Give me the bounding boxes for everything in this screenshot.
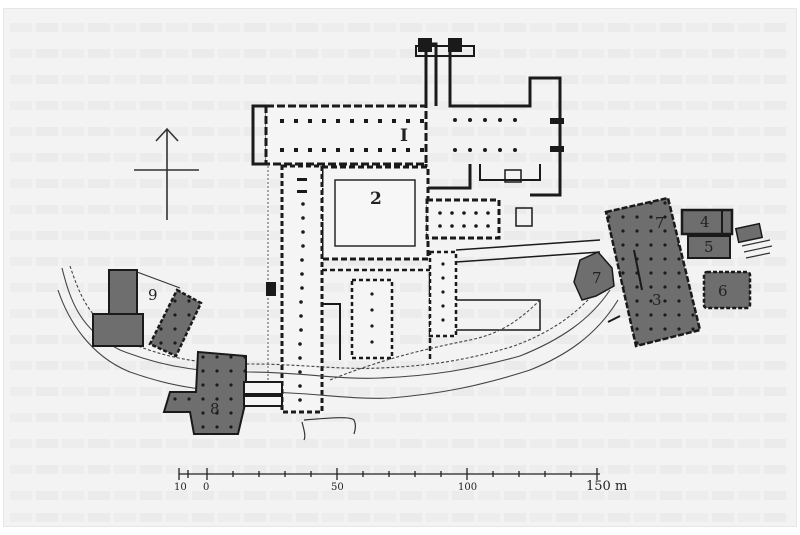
label-church: I (400, 126, 408, 146)
bleed-through-text (10, 413, 790, 422)
bleed-through-text (10, 513, 790, 522)
bleed-through-text (10, 465, 790, 474)
label-building-4: 4 (700, 213, 710, 231)
south-range-columns (370, 262, 445, 344)
south-ranges (322, 239, 601, 362)
bleed-through-text (10, 309, 790, 318)
building-5 (687, 235, 731, 259)
label-building-3: 3 (652, 291, 662, 309)
bleed-through-text (10, 49, 790, 58)
bleed-through-text (10, 75, 790, 84)
east-annex (734, 222, 773, 259)
scale-label-50: 50 (331, 482, 344, 493)
label-building-9: 9 (148, 286, 158, 304)
building-7 (573, 251, 615, 301)
church-choir (415, 38, 564, 197)
church-nave (251, 104, 428, 166)
bleed-through-text (10, 491, 790, 500)
west-range (266, 164, 324, 414)
bleed-through-text (10, 23, 790, 32)
north-arrow-icon (134, 127, 199, 220)
label-cloister: 2 (370, 189, 382, 209)
scale-label-100: 100 (458, 482, 477, 493)
label-building-8: 8 (210, 400, 220, 418)
scale-bar (178, 468, 600, 480)
scale-label-minus10: 10 (174, 482, 187, 493)
label-building-7b: 7 (655, 214, 665, 232)
label-building-5: 5 (704, 238, 714, 256)
building-8 (162, 350, 283, 435)
label-building-7a: 7 (592, 269, 602, 287)
bleed-through-text (10, 361, 790, 370)
cloister (320, 165, 430, 261)
building-9 (92, 269, 203, 358)
east-range-hall (425, 198, 501, 240)
bleed-through-text (10, 335, 790, 344)
bleed-through-text (10, 257, 790, 266)
boundary-fragment (301, 417, 357, 441)
building-3 (604, 196, 702, 348)
label-building-6: 6 (718, 282, 728, 300)
bleed-through-text (10, 387, 790, 396)
building-6 (702, 270, 752, 310)
scale-label-150m: 150 m (586, 479, 627, 494)
bleed-through-text (10, 439, 790, 448)
small-chapel (515, 207, 533, 227)
marker-dash (607, 315, 621, 323)
bleed-through-text (10, 283, 790, 292)
scale-label-0: 0 (203, 482, 209, 493)
building-4 (680, 208, 734, 236)
